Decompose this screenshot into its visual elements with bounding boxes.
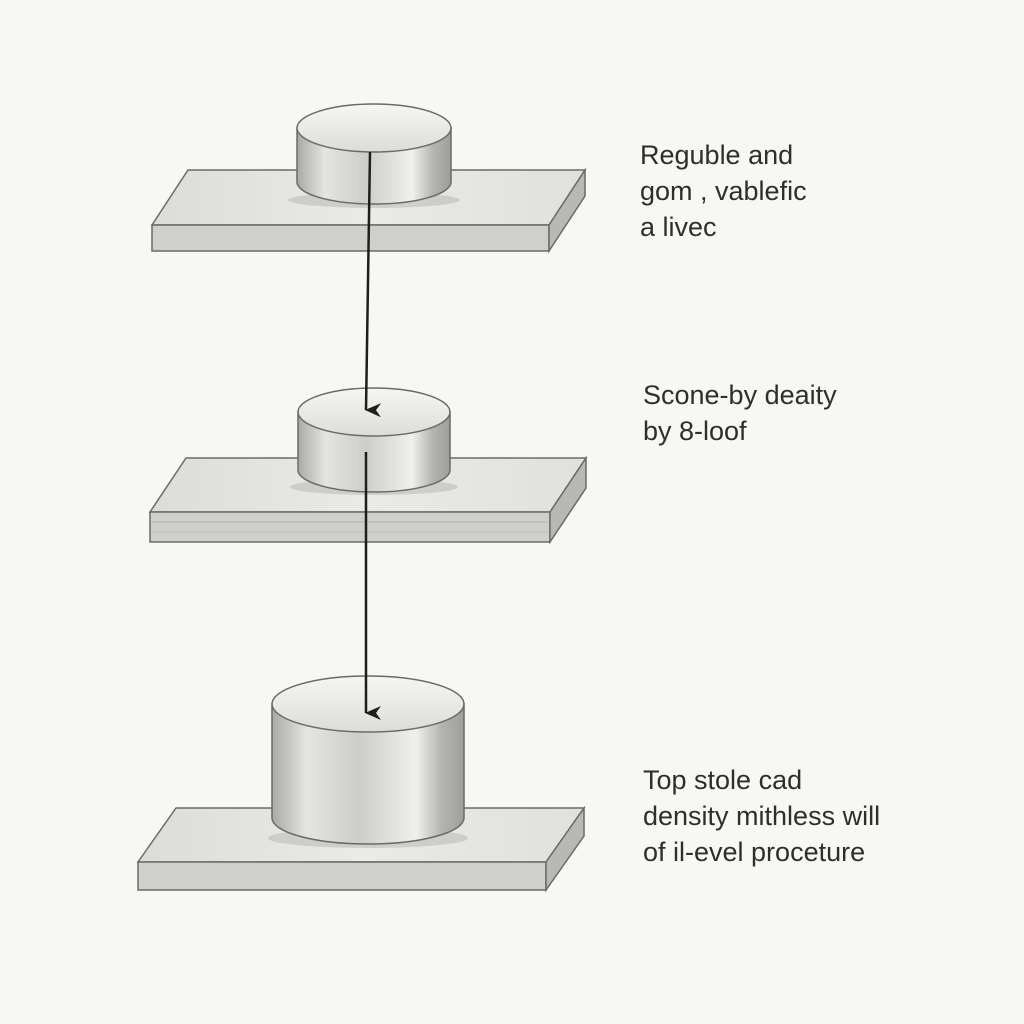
level-2: [148, 387, 588, 545]
level-1: [150, 103, 587, 254]
caption-line: of il-evel proceture: [643, 837, 866, 867]
caption-level-2: Scone-by deaity by 8-loof: [643, 377, 837, 449]
caption-line: a livec: [640, 212, 717, 242]
level-3: [136, 675, 586, 893]
cylinder-3: [271, 675, 465, 845]
caption-level-3: Top stole cad density mithless will of i…: [643, 762, 880, 870]
cylinder-1: [296, 103, 452, 205]
caption-level-1: Reguble and gom , vablefic a livec: [640, 137, 807, 245]
arrow-1: [364, 151, 382, 418]
caption-line: Top stole cad: [643, 765, 803, 795]
caption-line: Reguble and: [640, 140, 794, 170]
caption-line: Scone-by deaity: [643, 380, 837, 410]
cylinder-2: [297, 387, 451, 493]
caption-line: density mithless will: [643, 801, 881, 831]
caption-line: by 8-loof: [643, 416, 747, 446]
caption-line: gom , vablefic: [640, 176, 807, 206]
